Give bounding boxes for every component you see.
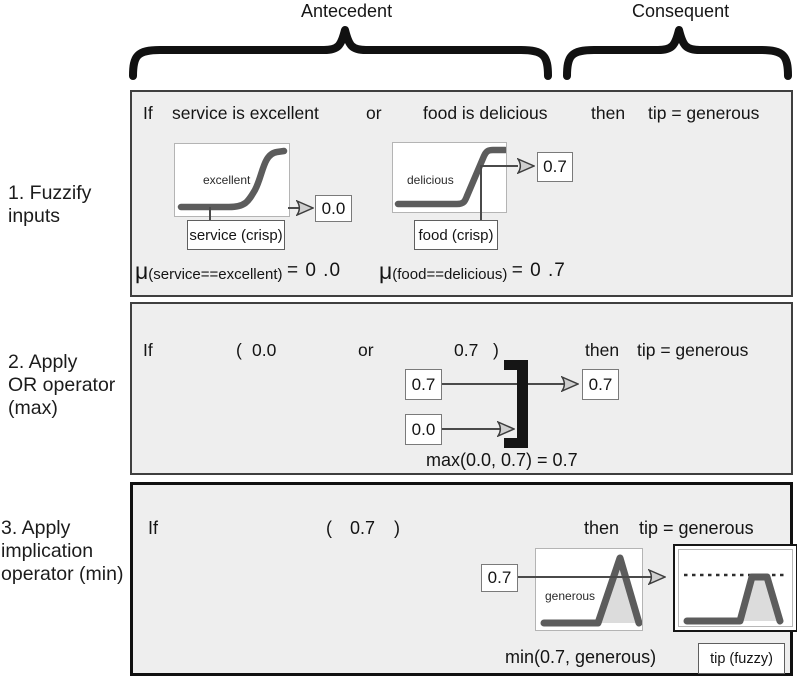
mu-service-value: = 0 .0 <box>286 260 342 281</box>
mu-service-subscript: (service==excellent) <box>148 266 283 283</box>
step-3-line-3: operator (min) <box>1 563 124 585</box>
rule1-if: If <box>143 103 153 123</box>
rule1-or: or <box>366 103 382 123</box>
service-membership-value: 0.0 <box>315 195 352 222</box>
excellent-mf-curve <box>177 147 288 211</box>
or-input-top-value: 0.7 <box>405 369 442 400</box>
step-2-line-1: 2. Apply <box>8 351 78 373</box>
rule2-then: then <box>585 340 620 360</box>
service-output-arrow-icon <box>296 200 314 216</box>
service-output-line <box>288 207 301 209</box>
mu-service-expression: μ(service==excellent) = 0 .0 <box>135 258 341 285</box>
or-result-value: 0.7 <box>582 369 619 400</box>
food-output-line <box>482 165 518 167</box>
step-3-line-1: 3. Apply <box>1 517 71 539</box>
max-bracket-top-cap <box>504 360 528 370</box>
max-bracket-bar <box>517 360 528 448</box>
service-crisp-connector <box>209 207 211 220</box>
rule1-clause2: food is delicious <box>423 103 548 123</box>
antecedent-brace <box>129 26 552 80</box>
rule2-or: or <box>358 340 374 360</box>
rule1-consequent: tip = generous <box>648 103 760 123</box>
step-1-line-1: 1. Fuzzify <box>8 182 92 204</box>
rule3-consequent: tip = generous <box>639 518 754 538</box>
service-crisp-box: service (crisp) <box>187 220 285 250</box>
delicious-mf-label: delicious <box>407 173 454 187</box>
or-result-arrow-icon <box>561 376 579 392</box>
food-mf-graph: delicious <box>392 142 507 213</box>
implication-line <box>518 576 651 578</box>
rule2-if: If <box>143 340 153 360</box>
rule2-paren-open: ( <box>236 340 242 360</box>
mu-service-symbol: μ <box>135 258 149 284</box>
step-1-label: 1. Fuzzify inputs <box>8 182 91 228</box>
consequent-brace <box>563 26 792 80</box>
panel-or-operator: If ( 0.0 or 0.7 ) then tip = generous 0.… <box>130 302 793 475</box>
rule3-paren-close: ) <box>394 518 400 538</box>
step-2-line-2: OR operator <box>8 374 116 396</box>
panel-implication-operator: If ( 0.7 ) then tip = generous generous … <box>130 482 797 676</box>
panel-fuzzify-inputs: If service is excellent or food is delic… <box>130 90 793 297</box>
rule3-then: then <box>584 518 620 538</box>
rule1-clause1: service is excellent <box>172 103 319 123</box>
step-2-label: 2. Apply OR operator (max) <box>8 351 115 420</box>
tip-output-inner-frame <box>678 549 793 627</box>
mu-food-symbol: μ <box>379 258 393 284</box>
rule2-paren-close: ) <box>493 340 499 360</box>
max-formula: max(0.0, 0.7) = 0.7 <box>426 450 578 470</box>
mu-food-subscript: (food==delicious) <box>392 266 508 283</box>
step-3-label: 3. Apply implication operator (min) <box>1 517 123 586</box>
delicious-mf-curve <box>394 146 506 208</box>
max-bracket-bottom-cap <box>504 438 528 448</box>
or-top-line <box>442 383 564 385</box>
food-crisp-connector <box>480 165 482 220</box>
implication-input-value: 0.7 <box>481 564 518 592</box>
generous-mf-graph: generous <box>535 548 643 631</box>
excellent-mf-label: excellent <box>203 173 251 187</box>
tip-output-curve <box>683 573 787 625</box>
generous-mf-label: generous <box>545 589 596 603</box>
rule3-if: If <box>148 518 159 538</box>
food-membership-value: 0.7 <box>537 152 573 182</box>
implication-arrow-icon <box>648 569 666 585</box>
rule3-paren-open: ( <box>326 518 332 538</box>
food-output-arrow-icon <box>517 158 535 174</box>
food-crisp-box: food (crisp) <box>414 220 498 250</box>
or-input-bottom-value: 0.0 <box>405 414 442 445</box>
tip-output-graph <box>673 544 797 632</box>
rule2-value2: 0.7 <box>454 340 479 360</box>
service-mf-graph: excellent <box>174 143 290 217</box>
min-formula: min(0.7, generous) <box>505 647 657 667</box>
or-bottom-line <box>442 428 500 430</box>
consequent-label: Consequent <box>632 1 730 21</box>
antecedent-label: Antecedent <box>301 1 393 21</box>
generous-mf-curve <box>540 554 642 627</box>
rule2-consequent: tip = generous <box>637 340 749 360</box>
step-3-line-2: implication <box>1 540 94 562</box>
mu-food-expression: μ(food==delicious) = 0 .7 <box>379 258 566 285</box>
mu-food-value: = 0 .7 <box>511 260 566 281</box>
rule1-then: then <box>591 103 626 123</box>
or-bottom-arrow-icon <box>497 421 515 437</box>
step-2-line-3: (max) <box>8 397 58 419</box>
rule2-value1: 0.0 <box>252 340 277 360</box>
rule3-value: 0.7 <box>350 518 376 538</box>
tip-fuzzy-box: tip (fuzzy) <box>698 643 785 674</box>
step-1-line-2: inputs <box>8 205 61 227</box>
brace-graphics <box>129 26 792 80</box>
